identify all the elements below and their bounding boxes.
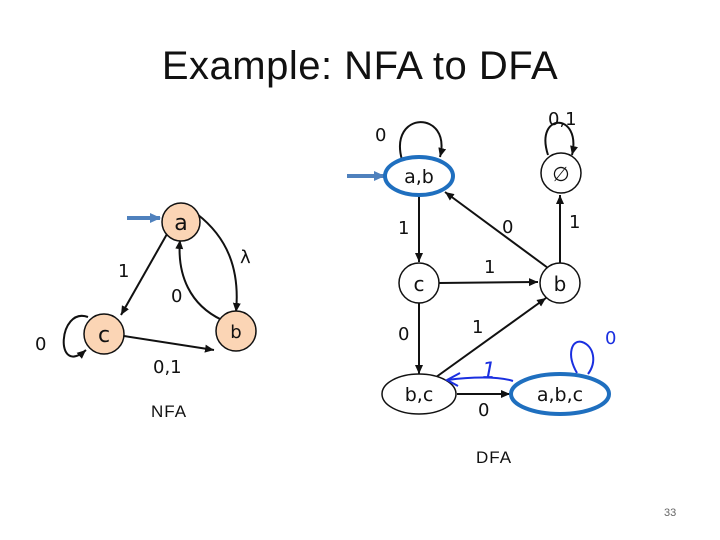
handwritten-label-abc-to-bc: 1 xyxy=(482,359,496,384)
dfa-label-bc-to-b: 1 xyxy=(472,317,483,338)
dfa-label-bc-to-abc: 0 xyxy=(478,400,489,421)
dfa-edge-empty-self-loop xyxy=(544,121,578,156)
nfa-edge-c-self-loop xyxy=(62,314,89,359)
nfa-edge-b-to-a xyxy=(175,239,223,321)
nfa-state-b-label: b xyxy=(230,322,241,343)
dfa-state-b: b xyxy=(539,262,581,304)
nfa-state-b: b xyxy=(215,310,257,352)
nfa-label-c-to-b: 0,1 xyxy=(153,357,182,378)
dfa-label-b-to-empty: 1 xyxy=(569,212,580,233)
nfa-edge-a-to-b xyxy=(196,213,241,313)
dfa-state-ab-label: a,b xyxy=(404,166,434,188)
dfa-edge-bc-to-b xyxy=(431,297,547,381)
dfa-state-bc-label: b,c xyxy=(405,384,434,406)
nfa-label-a-to-c: 1 xyxy=(118,261,129,282)
dfa-edge-c-to-b xyxy=(438,278,539,287)
dfa-edge-b-to-ab xyxy=(444,191,549,269)
dfa-label-ab-to-c: 1 xyxy=(398,218,409,239)
dfa-diagram: a,b ∅ c b b,c a,b,c 0 xyxy=(347,109,616,421)
handwritten-edge-abc-to-bc xyxy=(446,376,514,382)
dfa-state-abc-label: a,b,c xyxy=(537,384,583,406)
dfa-state-empty-label: ∅ xyxy=(552,162,569,186)
nfa-state-a: a xyxy=(161,202,201,242)
nfa-edge-c-to-b xyxy=(123,335,215,353)
dfa-state-b-label: b xyxy=(554,272,567,296)
dfa-state-c: c xyxy=(398,262,440,304)
nfa-label-c-self: 0 xyxy=(35,334,46,355)
nfa-caption: NFA xyxy=(151,402,188,421)
nfa-state-a-label: a xyxy=(174,211,187,236)
handwritten-self-loop-abc xyxy=(570,340,595,375)
nfa-label-a-to-b: λ xyxy=(240,247,251,268)
dfa-state-bc: b,c xyxy=(381,373,457,415)
dfa-label-c-to-bc: 0 xyxy=(398,324,409,345)
slide-title: Example: NFA to DFA xyxy=(161,44,559,88)
dfa-state-c-label: c xyxy=(414,272,425,296)
nfa-diagram: a c b 1 λ 0 0,1 0 xyxy=(35,202,257,378)
dfa-label-b-to-ab: 0 xyxy=(502,217,513,238)
handwritten-annotations: 1 0 xyxy=(444,328,616,387)
dfa-caption: DFA xyxy=(476,448,513,467)
dfa-edge-ab-self-loop xyxy=(399,121,447,161)
dfa-state-empty: ∅ xyxy=(540,152,582,194)
handwritten-label-abc-self: 0 xyxy=(605,328,616,349)
dfa-label-empty-self: 0,1 xyxy=(548,109,577,130)
dfa-state-abc: a,b,c xyxy=(509,372,611,416)
handwritten-arrowhead xyxy=(444,372,461,387)
page-number: 33 xyxy=(664,507,677,519)
dfa-state-ab: a,b xyxy=(383,155,455,197)
dfa-label-c-to-b: 1 xyxy=(484,257,495,278)
nfa-edge-a-to-c xyxy=(120,233,168,316)
dfa-label-ab-self: 0 xyxy=(375,125,386,146)
nfa-state-c: c xyxy=(83,313,125,355)
nfa-label-b-to-a: 0 xyxy=(171,286,182,307)
nfa-state-c-label: c xyxy=(98,323,110,348)
